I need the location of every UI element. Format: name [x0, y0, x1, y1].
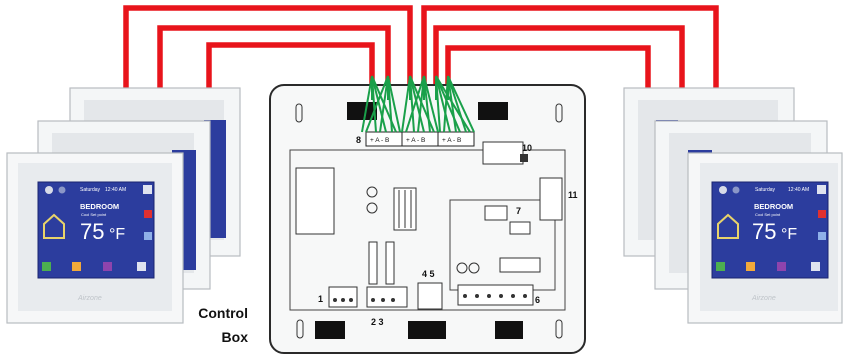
fan-icon	[732, 186, 740, 194]
label-4-5: 4 5	[422, 269, 435, 279]
room-label: BEDROOM	[754, 202, 793, 211]
fuse-icon	[366, 202, 378, 214]
caption-line-2: Box	[222, 329, 249, 345]
label-6: 6	[535, 295, 540, 305]
sun-icon	[72, 262, 81, 271]
wire-left-front	[123, 5, 413, 163]
day-label: Saturday	[755, 187, 776, 193]
settings-icon	[137, 262, 146, 271]
sun-icon	[746, 262, 755, 271]
terminal-block-4-5	[417, 282, 443, 310]
pcb-board	[289, 149, 566, 311]
info-icon	[103, 262, 112, 271]
wire-right-front	[421, 5, 719, 163]
check-icon	[42, 262, 51, 271]
wire-right-middle	[433, 25, 685, 124]
wire-left-middle	[157, 25, 391, 124]
brand-logo: Airzone	[77, 295, 102, 302]
control-box: + A - B + A - B + A - B 8 10 11 7 1 2 3 …	[269, 84, 586, 354]
wire-left-back	[206, 42, 375, 103]
fuse-icon	[366, 186, 378, 198]
relay-block	[295, 167, 335, 235]
leaf-icon	[719, 186, 727, 194]
label-8: 8	[356, 135, 361, 145]
label-7: 7	[516, 206, 521, 216]
label-1: 1	[318, 294, 323, 304]
terminal-label: + A - B	[370, 137, 389, 144]
mode-label: Cool Set point	[755, 212, 781, 217]
label-2-3: 2 3	[371, 317, 384, 327]
bus-wires	[361, 75, 475, 133]
label-10: 10	[522, 143, 532, 153]
time-label: 12:40 AM	[105, 187, 126, 193]
red-wires	[123, 5, 719, 163]
temperature-value: 75	[80, 219, 104, 244]
fan-icon	[58, 186, 66, 194]
power-icon	[818, 210, 826, 218]
check-icon	[716, 262, 725, 271]
wire-right-back	[445, 45, 651, 103]
mounting-slot	[495, 321, 523, 339]
terminal-label: + A - B	[442, 137, 461, 144]
thermostat-right-front: Saturday 12:40 AM BEDROOM Cool Set point…	[687, 152, 843, 324]
mode-label: Cool Set point	[81, 212, 107, 217]
home-icon	[717, 213, 739, 239]
day-label: Saturday	[80, 187, 101, 193]
settings-icon	[811, 262, 820, 271]
room-label: BEDROOM	[80, 202, 119, 211]
bus-terminals: + A - B + A - B + A - B	[365, 131, 475, 147]
temperature-unit: °F	[109, 226, 125, 243]
snow-icon	[818, 232, 826, 240]
thermostat-screen	[711, 181, 829, 279]
terminal-block-6	[457, 284, 534, 306]
caption-line-1: Control	[198, 305, 248, 321]
terminal-label: + A - B	[406, 137, 425, 144]
home-icon	[43, 213, 65, 239]
mounting-slot	[478, 102, 508, 120]
connector-11	[539, 177, 563, 221]
temperature-value: 75	[752, 219, 776, 244]
close-icon	[143, 185, 152, 194]
leaf-icon	[45, 186, 53, 194]
info-icon	[777, 262, 786, 271]
temperature-unit: °F	[781, 226, 797, 243]
time-label: 12:40 AM	[788, 187, 809, 193]
thermostat-left-front: Saturday 12:40 AM BEDROOM Cool Set point…	[6, 152, 184, 324]
snow-icon	[144, 232, 152, 240]
close-icon	[817, 185, 826, 194]
connector-10	[482, 141, 524, 165]
mounting-slot	[315, 321, 345, 339]
brand-logo: Airzone	[751, 295, 776, 302]
mounting-slot	[347, 102, 377, 120]
terminal-block-1	[328, 286, 358, 308]
power-icon	[144, 210, 152, 218]
terminal-block-2-3	[366, 286, 408, 308]
mounting-slot	[408, 321, 446, 339]
thermostat-screen	[37, 181, 155, 279]
label-11: 11	[568, 190, 578, 200]
